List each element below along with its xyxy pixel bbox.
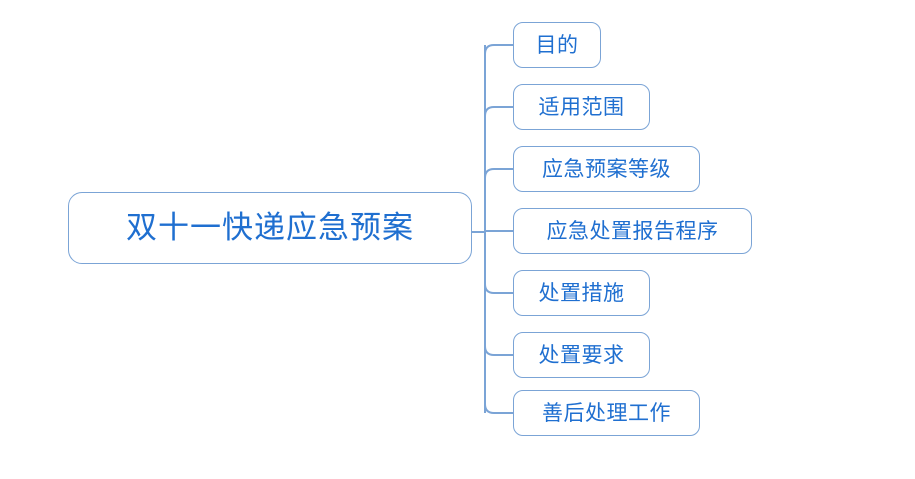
connector-branch-0 bbox=[484, 44, 513, 55]
mindmap-node-purpose[interactable]: 目的 bbox=[513, 22, 601, 68]
mindmap-node-measures[interactable]: 处置措施 bbox=[513, 270, 650, 316]
node-label: 应急预案等级 bbox=[542, 156, 671, 181]
mindmap-root-node[interactable]: 双十一快递应急预案 bbox=[68, 192, 472, 264]
mindmap-node-requirements[interactable]: 处置要求 bbox=[513, 332, 650, 378]
mindmap-node-aftermath[interactable]: 善后处理工作 bbox=[513, 390, 700, 436]
root-node-label: 双十一快递应急预案 bbox=[126, 209, 414, 246]
node-label: 善后处理工作 bbox=[542, 400, 671, 425]
connector-branch-2 bbox=[484, 168, 513, 179]
connector-branch-6 bbox=[484, 403, 513, 414]
node-label: 应急处置报告程序 bbox=[546, 218, 719, 243]
connector-branch-1 bbox=[484, 106, 513, 117]
connector-branch-4 bbox=[484, 283, 513, 294]
mindmap-node-plan-level[interactable]: 应急预案等级 bbox=[513, 146, 700, 192]
connector-branch-5 bbox=[484, 345, 513, 356]
node-label: 目的 bbox=[535, 32, 579, 57]
mindmap-node-scope[interactable]: 适用范围 bbox=[513, 84, 650, 130]
node-label: 处置要求 bbox=[538, 342, 625, 367]
node-label: 处置措施 bbox=[538, 280, 625, 305]
node-label: 适用范围 bbox=[538, 94, 625, 119]
mindmap-node-report-procedure[interactable]: 应急处置报告程序 bbox=[513, 208, 752, 254]
